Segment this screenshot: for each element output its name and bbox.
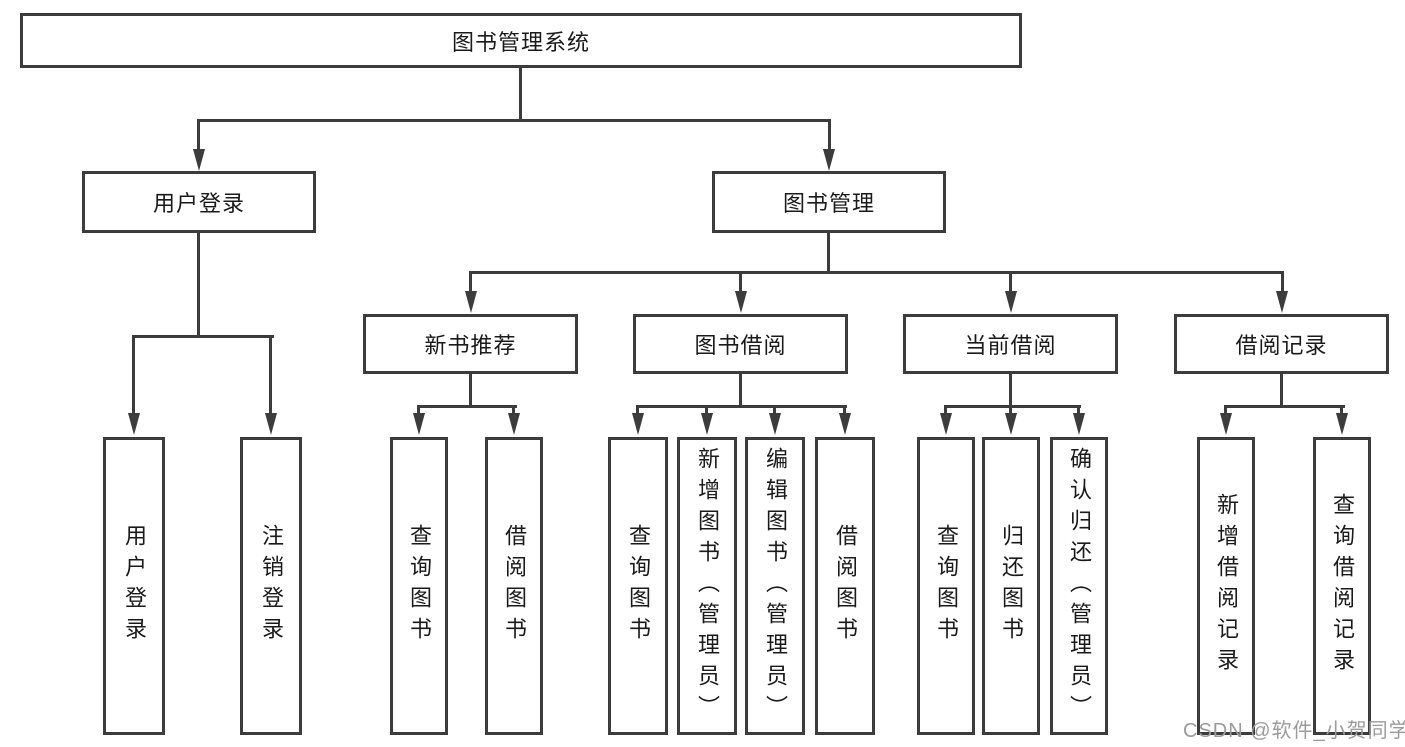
connector-stem-borrowing-records <box>1280 374 1283 407</box>
leaf-borrow-books-rec: 借阅图书 <box>485 437 543 735</box>
connector-stem-book-management <box>827 233 830 273</box>
arrow-down-icon <box>735 291 747 313</box>
arrow-down-icon <box>1005 291 1017 313</box>
connector-rail-borrowing-records <box>1224 405 1345 408</box>
arrow-down-icon <box>632 413 644 435</box>
leaf-label: 新增借阅记录 <box>1214 493 1239 679</box>
leaf-query-books-rec: 查询图书 <box>390 437 448 735</box>
leaf-add-borrow-record: 新增借阅记录 <box>1197 437 1255 735</box>
watermark-csdn: CSDN @软件_小贺同学 <box>1183 720 1405 742</box>
leaf-edit-book-admin: 编辑图书（管理员） <box>745 437 805 735</box>
connector-drop <box>773 405 776 417</box>
leaf-label: 查询图书 <box>934 524 959 648</box>
connector-drop <box>197 119 200 151</box>
leaf-query-books-current: 查询图书 <box>917 437 975 735</box>
connector-rail-book-management <box>469 271 1284 274</box>
node-user-login: 用户登录 <box>82 171 316 233</box>
connector-drop <box>739 271 742 293</box>
connector-drop <box>636 405 639 417</box>
leaf-label: 编辑图书（管理员） <box>763 446 788 726</box>
connector-drop <box>944 405 947 417</box>
arrow-down-icon <box>1276 291 1288 313</box>
arrow-down-icon <box>413 413 425 435</box>
node-new-book-recommendation: 新书推荐 <box>363 314 578 374</box>
connector-stem-book-borrowing <box>739 374 742 407</box>
node-borrowing-records: 借阅记录 <box>1174 314 1389 374</box>
connector-drop <box>828 119 831 151</box>
node-label: 图书管理系统 <box>451 29 590 55</box>
connector-drop <box>417 405 420 417</box>
leaf-label: 借阅图书 <box>502 524 527 648</box>
connector-rail-book-borrowing <box>636 405 847 408</box>
connector-drop <box>469 271 472 293</box>
connector-rail-root <box>197 119 831 122</box>
connector-stem-user-login <box>197 233 200 337</box>
leaf-label: 借阅图书 <box>833 524 858 648</box>
node-book-management: 图书管理 <box>712 171 946 233</box>
leaf-add-book-admin: 新增图书（管理员） <box>677 437 737 735</box>
leaf-logout: 注销登录 <box>240 437 302 735</box>
connector-stem-new-book-rec <box>469 374 472 407</box>
arrow-down-icon <box>940 413 952 435</box>
arrow-down-icon <box>465 291 477 313</box>
arrow-down-icon <box>1336 413 1348 435</box>
arrow-down-icon <box>1005 413 1017 435</box>
node-label: 用户登录 <box>152 191 245 216</box>
arrow-down-icon <box>508 413 520 435</box>
leaf-label: 确认归还（管理员） <box>1067 446 1092 726</box>
arrow-down-icon <box>839 413 851 435</box>
node-library-management-system: 图书管理系统 <box>20 13 1022 68</box>
leaf-query-books-borrow: 查询图书 <box>608 437 668 735</box>
arrow-down-icon <box>823 149 835 171</box>
leaf-user-login: 用户登录 <box>103 437 165 735</box>
leaf-label: 用户登录 <box>122 524 147 648</box>
leaf-query-borrow-record: 查询借阅记录 <box>1313 437 1371 735</box>
connector-drop <box>512 405 515 417</box>
arrow-down-icon <box>1220 413 1232 435</box>
connector-drop <box>269 335 272 415</box>
node-label: 当前借阅 <box>964 333 1057 358</box>
leaf-label: 查询图书 <box>626 524 651 648</box>
connector-drop <box>1281 271 1284 293</box>
node-book-borrowing: 图书借阅 <box>633 314 848 374</box>
connector-rail-user-login <box>132 335 274 338</box>
connector-drop <box>1340 405 1343 417</box>
arrow-down-icon <box>193 149 205 171</box>
arrow-down-icon <box>128 413 140 435</box>
connector-drop <box>132 335 135 415</box>
connector-rail-current-borrowing <box>944 405 1081 408</box>
leaf-return-book: 归还图书 <box>982 437 1040 735</box>
leaf-label: 归还图书 <box>999 524 1024 648</box>
node-current-borrowing: 当前借阅 <box>903 314 1118 374</box>
leaf-confirm-return-admin: 确认归还（管理员） <box>1050 437 1108 735</box>
connector-drop <box>1224 405 1227 417</box>
connector-stem-root <box>519 66 522 120</box>
connector-drop <box>843 405 846 417</box>
connector-drop <box>705 405 708 417</box>
connector-drop <box>1077 405 1080 417</box>
leaf-borrow-books: 借阅图书 <box>815 437 875 735</box>
leaf-label: 注销登录 <box>259 524 284 648</box>
connector-drop <box>1009 405 1012 417</box>
leaf-label: 查询借阅记录 <box>1330 493 1355 679</box>
arrow-down-icon <box>265 413 277 435</box>
node-label: 借阅记录 <box>1235 333 1328 358</box>
connector-rail-new-book-rec <box>417 405 517 408</box>
connector-stem-current-borrowing <box>1009 374 1012 407</box>
leaf-label: 新增图书（管理员） <box>695 446 720 726</box>
arrow-down-icon <box>1073 413 1085 435</box>
node-label: 图书管理 <box>782 191 875 216</box>
arrow-down-icon <box>769 413 781 435</box>
arrow-down-icon <box>701 413 713 435</box>
node-label: 新书推荐 <box>424 333 517 358</box>
leaf-label: 查询图书 <box>407 524 432 648</box>
connector-drop <box>1009 271 1012 293</box>
node-label: 图书借阅 <box>694 333 787 358</box>
